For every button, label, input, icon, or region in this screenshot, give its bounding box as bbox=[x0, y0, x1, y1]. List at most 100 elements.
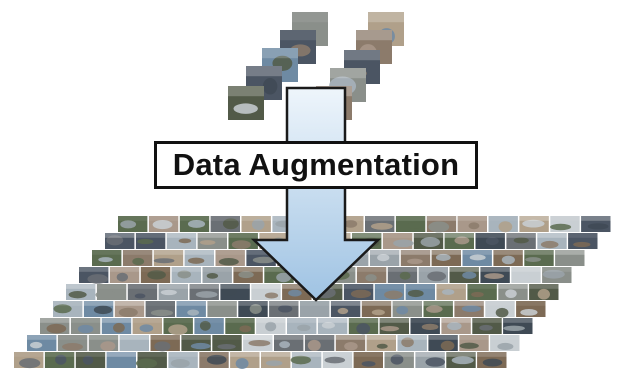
augmented-image-thumbnail bbox=[230, 352, 260, 369]
augmented-image-thumbnail bbox=[215, 250, 245, 266]
augmented-image-thumbnail bbox=[79, 267, 109, 284]
augmented-image-thumbnail bbox=[199, 352, 229, 368]
augmented-image-thumbnail bbox=[163, 318, 193, 336]
augmented-image-thumbnail bbox=[106, 352, 136, 368]
augmented-image-thumbnail bbox=[537, 233, 567, 249]
augmented-image-thumbnail bbox=[348, 318, 379, 335]
augmented-image-thumbnail bbox=[374, 284, 405, 300]
augmented-image-thumbnail bbox=[524, 250, 554, 266]
augmented-image-thumbnail bbox=[241, 216, 271, 232]
augmented-image-thumbnail bbox=[475, 233, 505, 249]
augmented-image-thumbnail bbox=[269, 301, 299, 317]
augmented-image-thumbnail bbox=[290, 352, 322, 368]
augmented-image-thumbnail bbox=[428, 335, 458, 351]
augmented-image-thumbnail bbox=[498, 284, 528, 300]
augmented-image-thumbnail bbox=[207, 301, 237, 317]
down-arrow-icon bbox=[250, 86, 382, 302]
augmented-image-thumbnail bbox=[488, 216, 518, 233]
augmented-image-thumbnail bbox=[477, 352, 507, 368]
augmented-image-thumbnail bbox=[132, 318, 162, 334]
augmented-image-thumbnail bbox=[485, 301, 515, 318]
augmented-image-thumbnail bbox=[166, 233, 197, 249]
augmented-image-thumbnail bbox=[127, 284, 158, 300]
augmented-image-thumbnail bbox=[511, 267, 541, 283]
augmented-image-thumbnail bbox=[225, 318, 255, 334]
augmented-image-thumbnail bbox=[454, 301, 484, 317]
augmented-image-thumbnail bbox=[304, 335, 335, 351]
augmented-image-thumbnail bbox=[506, 233, 536, 249]
augmented-image-thumbnail bbox=[436, 284, 466, 300]
augmented-image-thumbnail bbox=[446, 352, 476, 368]
augmented-image-thumbnail bbox=[459, 335, 489, 351]
augmented-image-thumbnail bbox=[228, 233, 258, 250]
augmented-image-thumbnail bbox=[114, 301, 145, 318]
augmented-image-thumbnail bbox=[145, 301, 175, 317]
augmented-image-thumbnail bbox=[356, 267, 387, 283]
augmented-image-thumbnail bbox=[322, 352, 353, 368]
augmented-image-thumbnail bbox=[480, 267, 510, 283]
augmented-image-thumbnail bbox=[88, 335, 119, 352]
augmented-image-thumbnail bbox=[365, 216, 395, 232]
augmented-image-thumbnail bbox=[14, 352, 44, 369]
augmented-image-thumbnail bbox=[300, 301, 330, 317]
augmented-image-thumbnail bbox=[109, 267, 140, 283]
augmented-image-thumbnail bbox=[53, 301, 83, 317]
original-image-thumbnail bbox=[228, 86, 264, 120]
augmented-image-thumbnail bbox=[44, 352, 75, 368]
augmented-image-thumbnail bbox=[135, 352, 167, 369]
augmented-image-thumbnail bbox=[274, 335, 304, 351]
augmented-image-thumbnail bbox=[83, 301, 114, 317]
augmented-image-thumbnail bbox=[168, 352, 198, 368]
augmented-image-thumbnail bbox=[135, 233, 166, 249]
augmented-image-thumbnail bbox=[400, 250, 431, 266]
augmented-image-thumbnail bbox=[181, 335, 211, 351]
augmented-image-thumbnail bbox=[212, 335, 242, 351]
augmented-image-thumbnail bbox=[418, 267, 448, 283]
augmented-image-thumbnail bbox=[251, 284, 281, 300]
augmented-image-thumbnail bbox=[140, 267, 171, 283]
augmented-image-thumbnail bbox=[379, 318, 409, 334]
augmented-image-thumbnail bbox=[119, 335, 149, 351]
augmented-image-thumbnail bbox=[490, 335, 520, 351]
augmented-image-thumbnail bbox=[353, 352, 383, 368]
augmented-image-thumbnail bbox=[261, 352, 291, 368]
augmented-image-thumbnail bbox=[413, 233, 444, 249]
augmented-image-thumbnail bbox=[568, 233, 598, 249]
augmented-image-thumbnail bbox=[220, 284, 250, 300]
augmented-image-thumbnail bbox=[457, 216, 487, 232]
augmented-image-thumbnail bbox=[148, 216, 179, 232]
augmented-image-thumbnail bbox=[550, 216, 580, 232]
augmented-image-thumbnail bbox=[369, 250, 400, 266]
augmented-image-thumbnail bbox=[519, 216, 549, 232]
augmented-image-thumbnail bbox=[384, 352, 414, 368]
augmented-image-thumbnail bbox=[410, 318, 440, 334]
augmented-image-thumbnail bbox=[387, 267, 418, 283]
augmented-image-thumbnail bbox=[210, 216, 240, 232]
augmented-image-thumbnail bbox=[581, 216, 611, 232]
augmented-image-thumbnail bbox=[449, 267, 479, 283]
augmented-image-thumbnail bbox=[423, 301, 453, 317]
augmented-image-thumbnail bbox=[397, 335, 427, 351]
data-augmentation-label: Data Augmentation bbox=[154, 141, 478, 189]
augmented-image-thumbnail bbox=[529, 284, 559, 300]
augmented-image-thumbnail bbox=[467, 284, 497, 300]
augmented-image-thumbnail bbox=[150, 335, 180, 352]
augmented-image-thumbnail bbox=[176, 301, 206, 317]
augmented-image-thumbnail bbox=[415, 352, 446, 368]
augmented-image-thumbnail bbox=[382, 233, 414, 249]
augmented-image-thumbnail bbox=[361, 301, 392, 317]
augmented-image-thumbnail bbox=[555, 250, 585, 266]
augmented-image-thumbnail bbox=[179, 216, 210, 232]
augmented-image-thumbnail bbox=[66, 284, 96, 300]
augmented-image-thumbnail bbox=[392, 301, 422, 317]
augmented-image-thumbnail bbox=[92, 250, 122, 266]
augmented-image-thumbnail bbox=[158, 284, 188, 300]
augmented-image-thumbnail bbox=[405, 284, 435, 300]
augmented-image-thumbnail bbox=[57, 335, 88, 351]
augmented-image-thumbnail bbox=[27, 335, 57, 351]
augmented-image-thumbnail bbox=[426, 216, 457, 233]
augmented-image-thumbnail bbox=[243, 335, 273, 351]
augmented-image-thumbnail bbox=[194, 318, 224, 334]
augmented-image-thumbnail bbox=[95, 284, 127, 300]
